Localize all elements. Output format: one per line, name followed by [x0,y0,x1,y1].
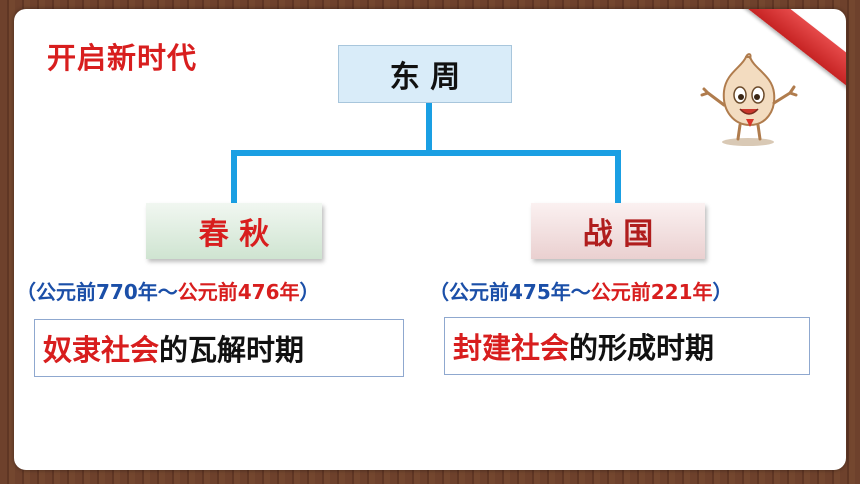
branch-node-chunqiu: 春 秋 [146,203,322,259]
date-start: 公元前770年 [36,280,158,304]
date-close-paren: ） [299,280,320,304]
slide-title: 开启新时代 [47,41,198,75]
chunqiu-description: 奴隶社会的瓦解时期 [34,319,404,377]
connector-right-stem [615,150,621,203]
branch-node-zhanguo: 战 国 [531,203,705,259]
date-open-paren: （ [16,280,36,304]
connector-horizontal [231,150,621,156]
slide-canvas: 开启新时代 东 周 春 秋 战 国 （公元前770年～公元前476年） （公元前… [14,9,846,470]
date-separator: ～ [570,280,591,304]
desc-highlight: 封建社会 [453,331,570,365]
connector-left-stem [231,150,237,203]
connector-root-stem [426,100,432,156]
zhanguo-description: 封建社会的形成时期 [444,317,810,375]
garlic-mascot-illustration [700,53,798,146]
desc-rest: 的瓦解时期 [159,333,305,367]
date-end: 公元前476年 [177,280,300,304]
zhanguo-date-range: （公元前475年～公元前221年） [429,276,733,305]
date-close-paren: ） [712,280,733,304]
desc-highlight: 奴隶社会 [43,333,160,367]
date-start: 公元前475年 [449,280,571,304]
date-end: 公元前221年 [590,280,713,304]
root-node-dongzhou: 东 周 [338,45,512,103]
desc-rest: 的形成时期 [569,331,715,365]
chunqiu-date-range: （公元前770年～公元前476年） [16,276,320,305]
date-open-paren: （ [429,280,449,304]
date-separator: ～ [157,280,178,304]
